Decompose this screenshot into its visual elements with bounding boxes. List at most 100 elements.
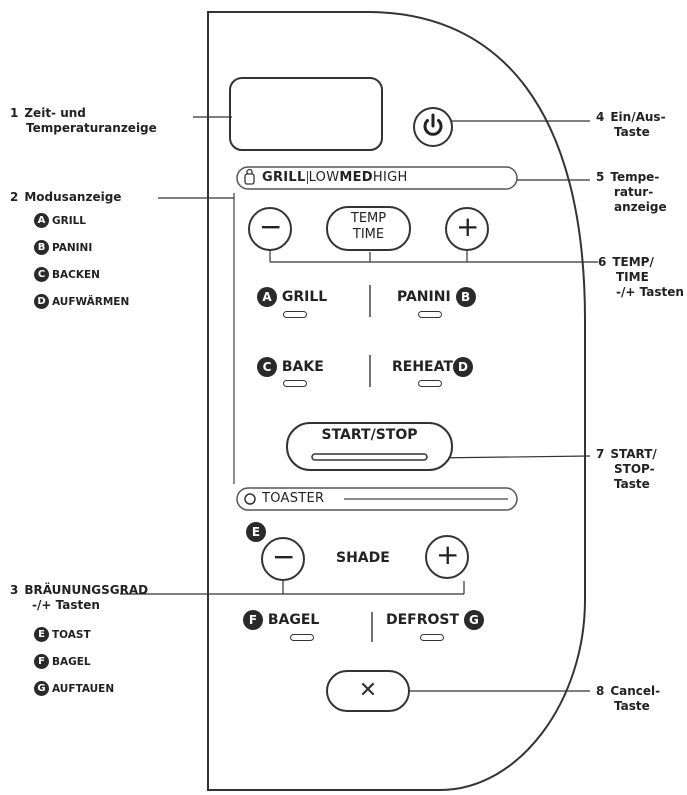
mode-bake-badge: C xyxy=(257,357,277,377)
callout-6-line3: -/+ Tasten xyxy=(616,285,684,299)
shade-toast-badge: E xyxy=(246,522,266,542)
temp-minus-button[interactable] xyxy=(248,207,292,251)
start-stop-label: START/STOP xyxy=(321,427,418,443)
shade-list-badge: E xyxy=(34,627,49,642)
leader-7 xyxy=(431,455,591,459)
callout-3-line2: -/+ Tasten xyxy=(32,598,100,612)
mode-grill-indicator xyxy=(283,311,307,318)
callout-6-line1: TEMP/ xyxy=(612,255,654,269)
callout-2-line1: Modusanzeige xyxy=(24,190,122,204)
callout-8-line1: Cancel- xyxy=(610,684,661,698)
mode-bake[interactable]: C BAKE xyxy=(257,357,324,377)
bagel-indicator xyxy=(290,634,314,641)
callout-7: 7 START/ STOP- Taste xyxy=(596,447,657,492)
callout-5-line3: anzeige xyxy=(614,200,667,214)
bagel-button[interactable]: F BAGEL xyxy=(243,610,319,630)
callout-5-line1: Tempe- xyxy=(610,170,660,184)
mode-panini-badge: B xyxy=(455,287,476,307)
callout-6-line2: TIME xyxy=(616,270,649,284)
shade-list-badge: F xyxy=(34,654,49,669)
power-icon xyxy=(423,119,443,136)
bagel-badge: F xyxy=(243,610,263,630)
display-window xyxy=(229,77,383,151)
callout-7-number: 7 xyxy=(596,447,605,461)
temp-level-med: MED xyxy=(339,170,373,185)
callout-4-number: 4 xyxy=(596,110,605,124)
temp-level-grill: GRILL xyxy=(262,170,306,185)
mode-list-label: AUFWÄRMEN xyxy=(52,295,130,308)
time-label: TIME xyxy=(352,227,385,242)
mode-list-badge: A xyxy=(34,213,49,228)
mode-list-badge: C xyxy=(34,267,49,282)
mode-list-label: GRILL xyxy=(52,214,86,227)
defrost-button[interactable]: DEFROST G xyxy=(386,610,484,630)
callout-7-line3: Taste xyxy=(614,477,650,491)
shade-label: SHADE xyxy=(336,550,390,566)
mode-reheat-indicator xyxy=(418,380,442,387)
temp-label: TEMP xyxy=(350,211,387,226)
callout-3-line1: BRÄUNUNGSGRAD xyxy=(24,583,149,597)
temp-time-label: TEMP TIME xyxy=(327,211,410,243)
shade-minus-icon: − xyxy=(272,540,296,573)
cancel-button[interactable] xyxy=(326,670,410,712)
shade-list-label: TOAST xyxy=(52,628,91,641)
callout-8-number: 8 xyxy=(596,684,605,698)
temp-minus-icon: − xyxy=(259,210,283,243)
mode-grill-label: GRILL xyxy=(281,289,328,305)
temp-plus-icon: + xyxy=(456,210,480,243)
mode-panini[interactable]: PANINI B xyxy=(397,287,476,307)
toaster-label: TOASTER xyxy=(262,491,325,506)
callout-7-line2: STOP- xyxy=(614,462,655,476)
temp-level-low: LOW xyxy=(308,170,340,185)
start-stop-indicator xyxy=(311,453,428,461)
mode-grill-badge: A xyxy=(257,287,277,307)
callout-5-number: 5 xyxy=(596,170,605,184)
callout-5: 5 Tempe- ratur- anzeige xyxy=(596,170,667,215)
mode-list-badge: D xyxy=(34,294,49,309)
lock-icon xyxy=(244,168,255,185)
callout-6: 6 TEMP/ TIME -/+ Tasten xyxy=(598,255,684,300)
temp-time-button[interactable] xyxy=(326,206,411,251)
callout-3-number: 3 xyxy=(10,583,19,597)
callout-1-number: 1 xyxy=(10,106,19,120)
callout-5-line2: ratur- xyxy=(614,185,654,199)
defrost-badge: G xyxy=(463,610,484,630)
mode-panini-label: PANINI xyxy=(397,289,451,305)
callout-1-line1: Zeit- und xyxy=(24,106,86,120)
bagel-label: BAGEL xyxy=(267,612,320,628)
mode-reheat-label: REHEAT xyxy=(392,359,453,375)
defrost-indicator xyxy=(420,634,444,641)
callout-8: 8 Cancel- Taste xyxy=(596,684,660,714)
mode-reheat-badge: D xyxy=(452,357,473,377)
callout-2-number: 2 xyxy=(10,190,19,204)
defrost-label: DEFROST xyxy=(386,612,460,628)
temp-plus-button[interactable] xyxy=(445,207,489,251)
cancel-icon: ✕ xyxy=(358,678,378,703)
shade-plus-button[interactable] xyxy=(425,535,469,579)
shade-plus-icon: + xyxy=(436,538,460,571)
mode-list-label: PANINI xyxy=(52,241,93,254)
mode-grill[interactable]: A GRILL xyxy=(257,287,327,307)
mode-bake-label: BAKE xyxy=(281,359,324,375)
toaster-indicator-dot xyxy=(244,493,256,505)
callout-2: 2 Modusanzeige xyxy=(10,190,121,205)
shade-list-label: AUFTAUEN xyxy=(52,682,115,695)
callout-4-line2: Taste xyxy=(614,125,650,139)
mode-list-badge: B xyxy=(34,240,49,255)
callout-8-line2: Taste xyxy=(614,699,650,713)
callout-7-line1: START/ xyxy=(610,447,657,461)
callout-6-number: 6 xyxy=(598,255,607,269)
shade-minus-button[interactable] xyxy=(261,537,305,581)
temp-level-high: HIGH xyxy=(372,170,408,185)
panel-outline xyxy=(207,11,586,791)
